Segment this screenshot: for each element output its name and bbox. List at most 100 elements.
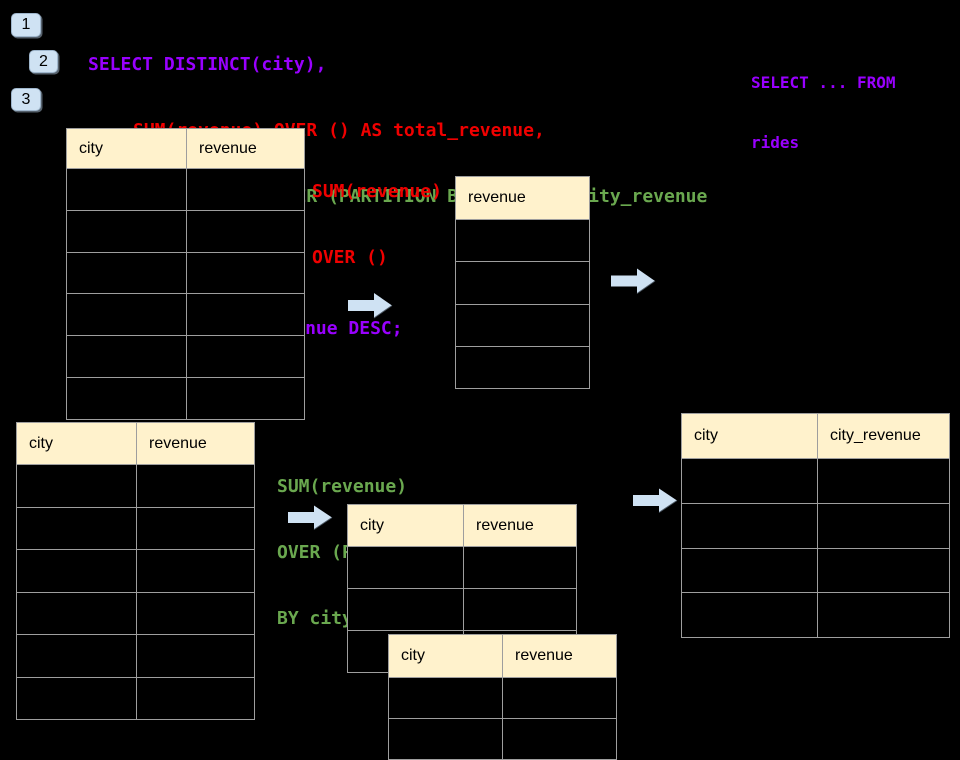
table-total-revenue-header: revenue	[456, 177, 589, 219]
column-header-revenue: revenue	[476, 516, 534, 534]
table-row	[456, 345, 589, 388]
column-header-city-revenue: city_revenue	[830, 427, 921, 444]
column-header-city: city	[389, 635, 503, 677]
table-cell	[137, 508, 254, 550]
table-cell	[682, 593, 818, 638]
table-row	[682, 458, 949, 503]
table-partition-overlay-header: city revenue	[389, 635, 616, 677]
side-note-line-2: rides	[751, 133, 800, 152]
table-cell	[187, 211, 304, 252]
table-cell	[348, 547, 464, 588]
column-header-revenue: revenue	[149, 434, 207, 452]
table-cell	[818, 593, 949, 637]
table-cell	[818, 459, 949, 503]
table-city-revenue-header: city city_revenue	[682, 414, 949, 458]
table-cell	[187, 253, 304, 294]
table-cell	[818, 549, 949, 593]
table-cell	[17, 592, 137, 634]
table-cell	[464, 589, 576, 630]
table-cell	[17, 635, 137, 677]
table-cell	[456, 262, 589, 303]
table-row	[456, 261, 589, 303]
table-cell	[17, 550, 137, 592]
table-row	[67, 293, 304, 336]
table-source-top: city revenue	[66, 128, 305, 420]
label-total-line-2: OVER ()	[312, 247, 388, 268]
table-row	[348, 588, 576, 630]
table-cell	[503, 719, 616, 759]
table-cell	[187, 294, 304, 335]
table-cell	[682, 503, 818, 548]
table-total-revenue-result: revenue	[455, 176, 590, 390]
table-row	[456, 219, 589, 261]
table-row	[17, 464, 254, 507]
table-cell	[67, 252, 187, 294]
step-badge-1: 1	[11, 13, 41, 37]
side-note-line-1: SELECT ... FROM	[751, 73, 896, 92]
table-cell	[456, 220, 589, 261]
table-row	[67, 168, 304, 210]
table-row	[682, 502, 949, 548]
table-cell	[818, 504, 949, 548]
table-row	[67, 376, 304, 419]
table-cell	[137, 678, 254, 720]
table-row	[17, 506, 254, 550]
table-cell	[137, 635, 254, 677]
table-cell	[67, 294, 187, 336]
label-sum-over-total: SUM(revenue) OVER ()	[312, 137, 442, 291]
table-cell	[67, 377, 187, 419]
table-cell	[17, 677, 137, 719]
table-row	[67, 209, 304, 252]
table-cell	[348, 589, 464, 630]
table-cell	[682, 548, 818, 593]
step-badge-2-label: 2	[39, 52, 48, 70]
arrow-right-icon	[288, 505, 333, 535]
column-header-city: city	[682, 414, 818, 458]
table-row	[17, 634, 254, 677]
table-row	[682, 547, 949, 593]
table-source-bottom: city revenue	[16, 422, 255, 720]
table-cell	[682, 459, 818, 503]
step-badge-1-label: 1	[21, 16, 31, 33]
table-source-bottom-header: city revenue	[17, 423, 254, 464]
table-row	[682, 592, 949, 638]
table-cell	[137, 550, 254, 592]
table-row	[67, 335, 304, 377]
step-badge-3: 3	[11, 88, 41, 111]
table-cell	[389, 678, 503, 718]
arrow-right-icon	[611, 268, 656, 299]
table-row	[348, 546, 576, 588]
table-partition-overlay: city revenue	[388, 634, 617, 760]
table-cell	[187, 378, 304, 419]
column-header-city: city	[17, 423, 137, 464]
step-badge-3-label: 3	[21, 90, 31, 108]
table-cell	[67, 169, 187, 210]
table-cell	[17, 465, 137, 507]
label-partition-line-1: SUM(revenue)	[277, 476, 408, 497]
arrow-right-icon	[633, 488, 678, 518]
sql-line-select: SELECT DISTINCT(city),	[88, 54, 327, 75]
table-cell	[137, 593, 254, 635]
table-partition-mid-header: city revenue	[348, 505, 576, 546]
table-cell	[67, 336, 187, 377]
table-cell	[456, 305, 589, 346]
slide-canvas: { "badges": { "step1": "1", "step2": "2"…	[11, 13, 950, 760]
table-city-revenue-result: city city_revenue	[681, 413, 950, 639]
table-cell	[17, 507, 137, 549]
table-source-top-header: city revenue	[67, 129, 304, 168]
label-total-line-1: SUM(revenue)	[312, 181, 443, 202]
table-cell	[137, 465, 254, 507]
column-header-city: city	[67, 129, 187, 168]
table-row	[67, 251, 304, 294]
table-cell	[503, 678, 616, 718]
table-cell	[187, 336, 304, 377]
column-header-city: city	[348, 505, 464, 546]
table-row	[456, 303, 589, 346]
arrow-right-icon	[348, 292, 393, 324]
column-header-revenue: revenue	[468, 189, 526, 206]
table-row	[389, 718, 616, 759]
table-row	[17, 591, 254, 635]
side-note-select-from-rides: SELECT ... FROM rides	[751, 33, 896, 173]
column-header-revenue: revenue	[515, 647, 573, 664]
table-cell	[456, 347, 589, 388]
